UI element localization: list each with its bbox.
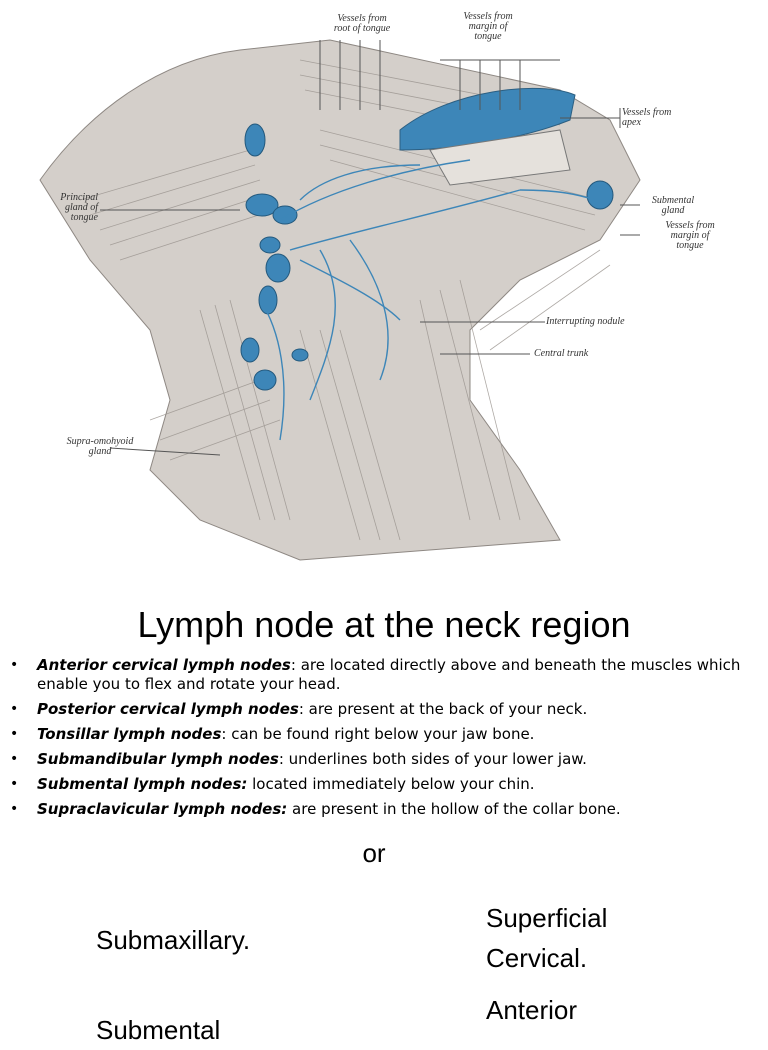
callout-supra-omohyoid-gland: Supra-omohyoid gland <box>66 436 134 457</box>
bullet-term: Posterior cervical lymph nodes <box>37 700 299 718</box>
list-item: • Posterior cervical lymph nodes: are pre… <box>10 700 750 719</box>
bullet-separator: : <box>290 656 296 674</box>
page-title: Lymph node at the neck region <box>137 604 631 645</box>
bullet-icon: • <box>10 801 19 817</box>
bullet-separator: : <box>278 750 284 768</box>
bullet-icon: • <box>10 726 19 742</box>
callout-principal-gland-of-tongue: Principal gland of tongue <box>60 192 98 223</box>
bullet-icon: • <box>10 751 19 767</box>
bullet-icon: • <box>10 776 19 792</box>
bullet-separator: : <box>241 775 248 793</box>
name-submaxillary: Submaxillary. <box>96 925 251 955</box>
list-item: • Anterior cervical lymph nodes: are loca… <box>10 656 750 694</box>
bullet-separator: : <box>221 725 227 743</box>
callout-vessels-from-apex: Vessels from apex <box>622 107 672 128</box>
bullet-icon: • <box>10 701 19 717</box>
neck-lymph-anatomy-figure <box>39 39 641 561</box>
bullet-term: Tonsillar lymph nodes <box>37 725 222 743</box>
bullet-separator: : <box>298 700 304 718</box>
bullet-term: Submandibular lymph nodes <box>37 750 279 768</box>
bullet-text: located immediately below your chin. <box>247 775 535 793</box>
callout-vessels-margin-of-tongue-right: Vessels from margin of tongue <box>665 220 715 251</box>
list-item: • Supraclavicular lymph nodes: are presen… <box>10 800 750 819</box>
bullet-text: are located directly above and beneath t… <box>37 656 741 693</box>
name-anterior-partial: Anterior <box>486 995 578 1025</box>
or-separator: or <box>362 838 386 868</box>
name-submental-partial: Submental <box>96 1015 221 1045</box>
bullet-text: are present in the hollow of the collar … <box>287 800 621 818</box>
bullet-text: underlines both sides of your lower jaw. <box>283 750 587 768</box>
lymph-vessels <box>259 159 596 441</box>
list-item: • Submandibular lymph nodes: underlines b… <box>10 750 750 769</box>
lymph-node-bullet-list: • Anterior cervical lymph nodes: are loca… <box>10 656 750 825</box>
callout-vessels-margin-of-tongue-top: Vessels from margin of tongue <box>463 11 513 42</box>
bullet-text: are present at the back of your neck. <box>303 700 588 718</box>
name-superficial-cervical: Superficial Cervical. <box>486 903 608 973</box>
bullet-term: Supraclavicular lymph nodes <box>37 800 282 818</box>
callout-vessels-root-of-tongue: Vessels from root of tongue <box>333 13 391 34</box>
list-item: • Tonsillar lymph nodes: can be found rig… <box>10 725 750 744</box>
callout-central-trunk: Central trunk <box>534 348 589 359</box>
callout-interrupting-nodule: Interrupting nodule <box>546 316 625 327</box>
bullet-term: Anterior cervical lymph nodes <box>37 656 291 674</box>
bullet-separator: : <box>281 800 288 818</box>
bullet-icon: • <box>10 657 19 673</box>
bullet-term: Submental lymph nodes <box>37 775 242 793</box>
lymph-nodes <box>240 123 614 391</box>
leader-lines <box>100 40 640 456</box>
bullet-text: can be found right below your jaw bone. <box>226 725 535 743</box>
list-item: • Submental lymph nodes: located immediat… <box>10 775 750 794</box>
callout-submental-gland: Submental gland <box>651 195 695 216</box>
